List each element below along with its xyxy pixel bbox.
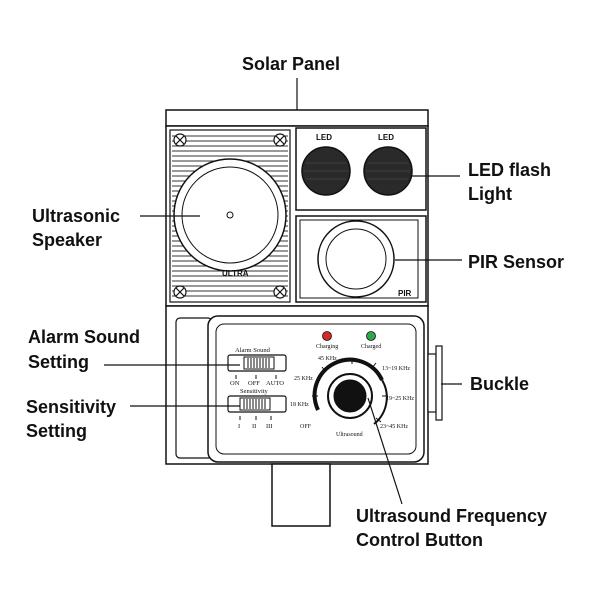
dial-label-23-45khz: 23~45 KHz — [380, 424, 408, 430]
pir-sensor: PIR — [295, 215, 427, 303]
dial-label-off: OFF — [300, 424, 312, 430]
frequency-knob[interactable] — [333, 379, 367, 413]
sensitivity-option-3: III — [266, 423, 273, 430]
label-sensitivity-line1: Sensitivity — [26, 397, 116, 417]
alarm-switch-title: Alarm Sound — [235, 347, 271, 354]
label-ultrasonic-line1: Ultrasonic — [32, 206, 120, 226]
pir-label: PIR — [398, 289, 412, 298]
alarm-option-on: ON — [230, 380, 240, 387]
device-body-lower — [165, 305, 429, 465]
sensitivity-option-1: I — [238, 423, 240, 430]
screw-icon — [173, 133, 287, 299]
solar-panel — [165, 109, 429, 127]
dial-label-13-19khz: 13~19 KHz — [382, 366, 410, 372]
charged-indicator — [366, 331, 376, 341]
led-label-left: LED — [316, 133, 332, 142]
label-ultrasound-freq-line1: Ultrasound Frequency — [356, 506, 547, 526]
dial-label-25khz: 25 KHz — [294, 376, 313, 382]
charged-label: Charged — [361, 344, 381, 350]
dial-label: Ultrasound — [336, 432, 363, 438]
charging-indicator — [322, 331, 332, 341]
speaker-label: ULTRA — [222, 269, 249, 278]
alarm-option-auto: AUTO — [266, 380, 284, 387]
ultrasonic-speaker: ULTRA — [169, 129, 291, 303]
label-led-flash-line2: Light — [468, 184, 512, 204]
ultrasound-frequency-dial[interactable]: 45 KHz 25 KHz 18 KHz OFF 13~19 KHz 19~25… — [290, 356, 414, 438]
mount-post — [271, 463, 331, 527]
alarm-option-off: OFF — [248, 380, 260, 387]
led-panel: LED LED — [295, 127, 427, 211]
dial-label-18khz: 18 KHz — [290, 402, 309, 408]
sensitivity-switch-title: Sensitivity — [240, 388, 269, 395]
dial-label-19-25khz: 19~25 KHz — [386, 396, 414, 402]
callout-labels: Solar Panel LED flash Light Ultrasonic S… — [26, 54, 564, 550]
alarm-sound-switch[interactable]: Alarm Sound ON OFF AUTO — [227, 347, 287, 387]
callout-lines — [104, 78, 462, 505]
label-sensitivity-line2: Setting — [26, 421, 87, 441]
label-ultrasound-freq-line2: Control Button — [356, 530, 483, 550]
label-buckle: Buckle — [470, 374, 529, 394]
dial-label-45khz: 45 KHz — [318, 356, 337, 362]
sensitivity-option-2: II — [252, 423, 256, 430]
label-alarm-sound-line1: Alarm Sound — [28, 327, 140, 347]
buckle — [427, 345, 443, 421]
label-alarm-sound-line2: Setting — [28, 352, 89, 372]
label-ultrasonic-line2: Speaker — [32, 230, 102, 250]
label-pir-sensor: PIR Sensor — [468, 252, 564, 272]
sensitivity-switch[interactable]: Sensitivity I II III — [227, 388, 287, 430]
led-label-right: LED — [378, 133, 394, 142]
charging-label: Charging — [316, 344, 338, 350]
label-led-flash-line1: LED flash — [468, 160, 551, 180]
label-solar-panel: Solar Panel — [242, 54, 340, 74]
status-indicators: Charging Charged — [316, 331, 381, 350]
